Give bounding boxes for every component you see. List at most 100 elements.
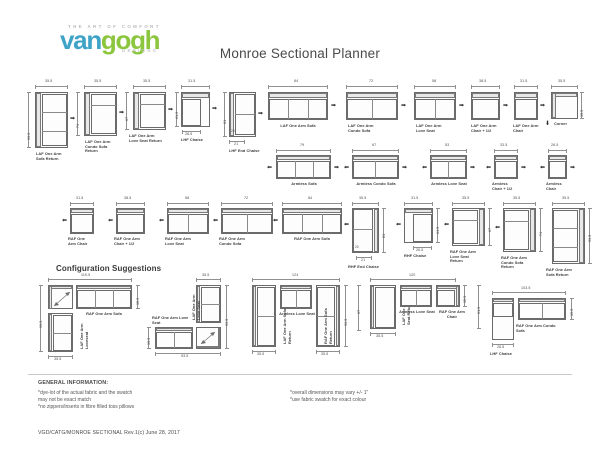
piece-label: RHF End Chaise	[348, 264, 379, 269]
arrow-right-icon: ➡	[212, 106, 218, 112]
piece-label: LAF One Arm Condo Sofa Return	[85, 139, 111, 154]
config-part-label: RAF One Arm Chair	[439, 309, 465, 319]
corner-diagonal-icon	[200, 331, 216, 345]
arrow-left-icon: ⬅	[273, 218, 279, 224]
dim-width: 31.5	[411, 196, 419, 200]
arrow-left-icon: ⬅	[159, 218, 165, 224]
brand-name: vangogh	[60, 25, 161, 55]
dim-width: 35.5	[45, 79, 53, 83]
config-base-width: 35.5	[54, 357, 62, 361]
config-part-label: RAF One Arm Sofa Return	[323, 308, 333, 344]
dim-width: 58	[185, 196, 190, 200]
piece-label: Armless Chair + 1/2	[492, 181, 513, 191]
dim-height: 93.5	[588, 234, 592, 242]
brand-name-gogh: gogh	[100, 25, 161, 55]
config-overall-width: 93.5	[181, 354, 189, 358]
config-left-width: 35.5	[376, 334, 384, 338]
general-notes-right: *overall dimensions may vary +/- 1" *use…	[290, 390, 369, 403]
dim-height: 81	[223, 119, 227, 124]
dim-width: 53	[445, 143, 450, 147]
arrow-right-icon: ➡	[521, 165, 527, 171]
arrow-left-icon: ⬅	[396, 222, 402, 228]
dim-width: 38.5	[479, 79, 487, 83]
piece-label: RAF One Arm Love Seat	[165, 236, 191, 246]
dim-height: 74	[539, 231, 543, 236]
arrow-left-icon: ⬅	[422, 165, 428, 171]
dim-width: 26.5	[551, 143, 559, 147]
arrow-left-icon: ⬅	[344, 165, 350, 171]
dim-width: 35.5	[359, 196, 367, 200]
dim-height: 67	[488, 227, 492, 232]
piece-label: RAF One Arm Condo Sofa	[219, 236, 245, 246]
config-part-label: LAF One Arm Loveseat	[79, 323, 89, 349]
arrow-left-icon: ⬅	[62, 218, 68, 224]
configuration-suggestions-heading: Configuration Suggestions	[56, 264, 162, 273]
brand-logo: THE ART OF COMFORT vangogh DESIGNS	[60, 24, 161, 53]
dim-width: 35.5	[513, 196, 521, 200]
piece-label: Armless Chair	[546, 181, 562, 191]
arrow-right-icon: ➡	[402, 165, 408, 171]
dim-width: 35.5	[462, 196, 470, 200]
page-header: THE ART OF COMFORT vangogh DESIGNS Monro…	[0, 0, 600, 72]
arrow-right-icon: ➡	[70, 116, 76, 122]
config-part-label: Armless Love Seat	[279, 311, 315, 316]
dim-height: 61.5	[175, 111, 179, 119]
corner-diagonal-icon	[53, 291, 71, 307]
config-left-width: 35.5	[257, 352, 265, 356]
arrow-right-icon: ➡	[470, 165, 476, 171]
config-side-depth: 35.5	[202, 273, 210, 277]
config-overall-height: 93.5	[344, 318, 348, 326]
dim-height: 61.5	[436, 226, 440, 234]
footer-divider	[28, 374, 572, 375]
arrow-left-icon: ⬅	[540, 165, 546, 171]
dim-width: 35.5	[558, 79, 566, 83]
arrow-left-icon: ⬅	[486, 165, 492, 171]
arrow-right-icon: ➡	[570, 165, 576, 171]
piece-label: LAF One Arm Love Seat	[416, 123, 442, 133]
general-notes-left: *dye-lot of the actual fabric and the sw…	[38, 390, 135, 410]
dim-width: 31.5	[520, 79, 528, 83]
arrow-left-icon: ⬅	[267, 165, 273, 171]
dim-depth: 21	[234, 142, 239, 146]
config-depth: 35.5	[136, 297, 140, 305]
piece-label: LAF One Arm Condo Sofa	[348, 123, 374, 133]
config-chaise-width: 26.5	[497, 345, 505, 349]
config-part-label: LAF One Arm Love Seat	[191, 294, 201, 320]
piece-label: LAF One Arm Chair + 1/2	[471, 123, 497, 133]
dim-depth: 26.5	[416, 248, 424, 252]
dim-width: 72	[244, 196, 249, 200]
arrow-right-icon: ➡	[119, 110, 125, 116]
dim-width: 35.5	[143, 79, 151, 83]
dim-sub: 20	[231, 129, 235, 133]
arrow-right-icon: ➡	[459, 103, 465, 109]
dim-height: 67	[125, 116, 129, 121]
dim-width: 58	[432, 79, 437, 83]
piece-label: RAF One Arm Sofa Return	[546, 267, 572, 277]
config-overall-width: 120	[409, 273, 416, 277]
arrow-left-icon: ⬅	[444, 222, 450, 228]
config-overall-height: 93.5	[225, 318, 229, 326]
dim-height: 74	[76, 123, 80, 128]
arrow-right-icon: ➡	[401, 103, 407, 109]
dim-width: 31.5	[188, 79, 196, 83]
arrow-left-icon: ⬅	[213, 218, 219, 224]
piece-label: Armless Love Seat	[431, 181, 467, 186]
config-part-label: RAF One Arm Love Seat	[152, 315, 189, 325]
arrow-down-icon: ⬇	[545, 121, 551, 127]
piece-label: RAF One Arm Love Seat Return	[450, 249, 476, 264]
piece-label: RAF One Arm Chair + 1/2	[114, 236, 140, 246]
arrow-left-icon: ⬅	[495, 225, 501, 231]
piece-label: RHF Chaise	[404, 253, 427, 258]
piece-label: LAF One Arm Love Seat Return	[129, 133, 162, 143]
arrow-right-icon: ➡	[331, 103, 337, 109]
brand-subtitle: DESIGNS	[122, 48, 159, 53]
config-part-label: Armless Love Seat	[399, 309, 435, 314]
config-depth: 67	[357, 309, 361, 314]
dim-depth: 21	[361, 258, 366, 262]
dim-height: 81	[382, 233, 386, 238]
arrow-right-icon: ➡	[334, 165, 340, 171]
piece-label: RAF One Arm Sofa	[294, 236, 330, 241]
dim-width: 38.5	[124, 196, 132, 200]
config-part-label: LAF One Arm Sofa Return	[282, 308, 292, 344]
